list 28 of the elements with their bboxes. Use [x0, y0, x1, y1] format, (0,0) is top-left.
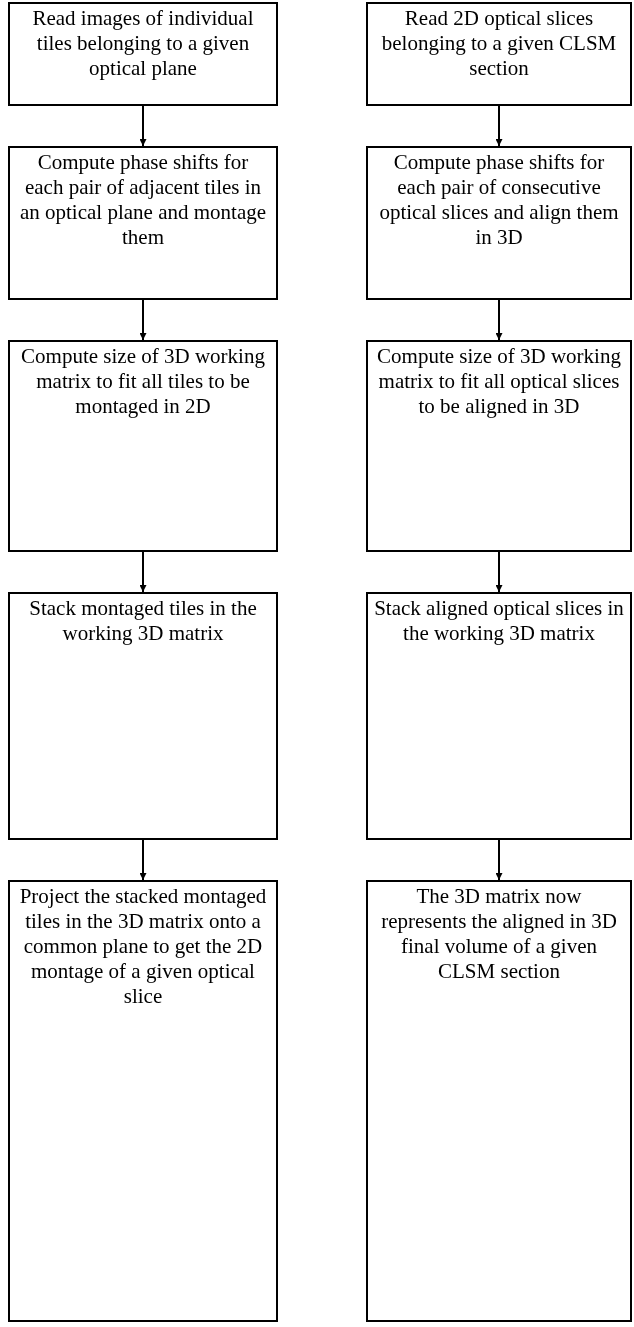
arrow: [495, 299, 503, 341]
arrow: [139, 839, 147, 881]
process-box: [366, 2, 632, 106]
process-box: [8, 146, 278, 300]
arrow: [495, 551, 503, 593]
process-box: [8, 340, 278, 552]
arrow: [495, 105, 503, 147]
step-text: The 3D matrix now represents the aligned in 3D final volume of a given CLSM section: [380, 884, 618, 984]
step-text: Stack aligned optical slices in the working 3D matrix: [374, 596, 624, 646]
step-text: Compute size of 3D working matrix to fit all tiles to be montaged in 2D: [20, 344, 266, 419]
step-text: Compute phase shifts for each pair of adjacent tiles in an optical plane and montage them: [18, 150, 268, 250]
process-box: [366, 146, 632, 300]
process-box: [366, 880, 632, 1322]
process-box: [8, 2, 278, 106]
step-text: Read 2D optical slices belonging to a given CLSM section: [380, 6, 618, 81]
arrow: [139, 551, 147, 593]
arrow: [139, 299, 147, 341]
step-text: Compute phase shifts for each pair of consecutive optical slices and align them in 3D: [378, 150, 620, 250]
process-box: [366, 340, 632, 552]
process-box: [8, 592, 278, 840]
step-text: Read images of individual tiles belonging to a given optical plane: [31, 6, 255, 81]
process-box: [366, 592, 632, 840]
step-text: Compute size of 3D working matrix to fit all optical slices to be aligned in 3D: [376, 344, 622, 419]
process-box: [8, 880, 278, 1322]
step-text: Stack montaged tiles in the working 3D matrix: [28, 596, 258, 646]
arrow: [139, 105, 147, 147]
arrow: [495, 839, 503, 881]
step-text: Project the stacked montaged tiles in the 3D matrix onto a common plane to get the 2D montage of a given optical slice: [18, 884, 268, 1009]
